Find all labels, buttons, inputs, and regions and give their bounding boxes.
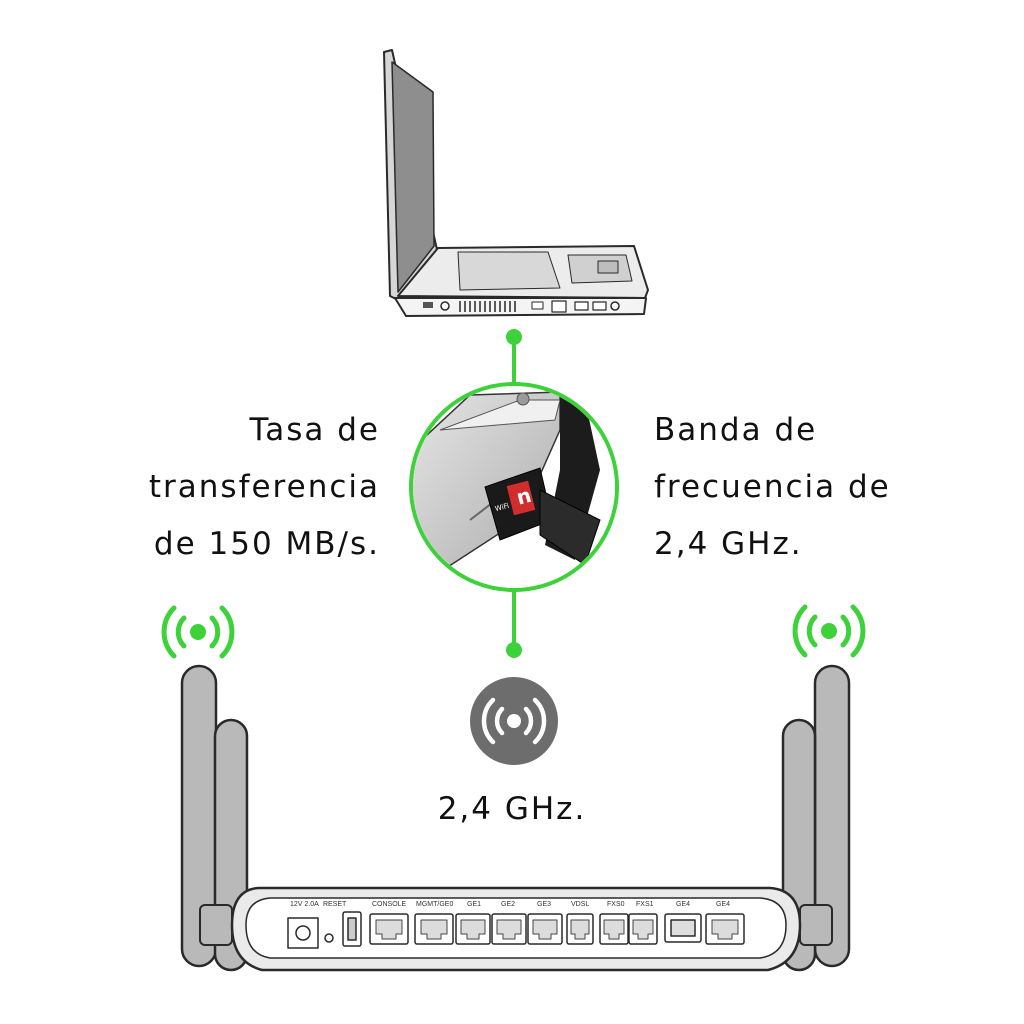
port-label-ge1: GE1 xyxy=(467,901,481,908)
wireless-signal-icon xyxy=(161,605,235,659)
frequency-caption: 2,4 GHz. xyxy=(0,781,1024,838)
port-label-power: 12V 2.0A xyxy=(290,901,319,908)
adapter-label: WiFi xyxy=(494,502,510,513)
port-label-fxs1: FXS1 xyxy=(636,901,654,908)
port-label-console: CONSOLE xyxy=(372,901,407,908)
port-label-ge2: GE2 xyxy=(501,901,515,908)
caption-line: frecuencia de xyxy=(654,469,891,505)
caption-line: de 150 MB/s. xyxy=(153,526,380,562)
caption-line: 2,4 GHz. xyxy=(654,526,803,562)
adapter-badge: n xyxy=(514,483,534,510)
frequency-band-caption: Banda de frecuencia de 2,4 GHz. xyxy=(654,402,891,573)
transfer-rate-caption: Tasa de transferencia de 150 MB/s. xyxy=(149,402,380,573)
port-label-ge4-b: GE4 xyxy=(716,901,730,908)
port-label-ge3: GE3 xyxy=(537,901,551,908)
laptop-icon xyxy=(383,49,649,317)
port-label-ge4-a: GE4 xyxy=(676,901,690,908)
port-label-mgmt: MGMT/GE0 xyxy=(416,901,453,908)
caption-line: 2,4 GHz. xyxy=(437,791,587,827)
wireless-signal-badge-icon xyxy=(470,677,558,765)
port-label-reset: RESET xyxy=(323,901,347,908)
usb-wifi-adapter-icon: n WiFi xyxy=(409,382,619,592)
caption-line: transferencia xyxy=(148,469,380,505)
caption-line: Tasa de xyxy=(249,412,380,448)
wireless-signal-icon xyxy=(792,604,866,658)
port-label-fxs0: FXS0 xyxy=(607,901,625,908)
router-icon: 12V 2.0A RESET CONSOLE MGMT/GE0 GE1 GE2 … xyxy=(180,664,851,972)
caption-line: Banda de xyxy=(654,412,818,448)
port-label-vdsl: VDSL xyxy=(571,901,589,908)
